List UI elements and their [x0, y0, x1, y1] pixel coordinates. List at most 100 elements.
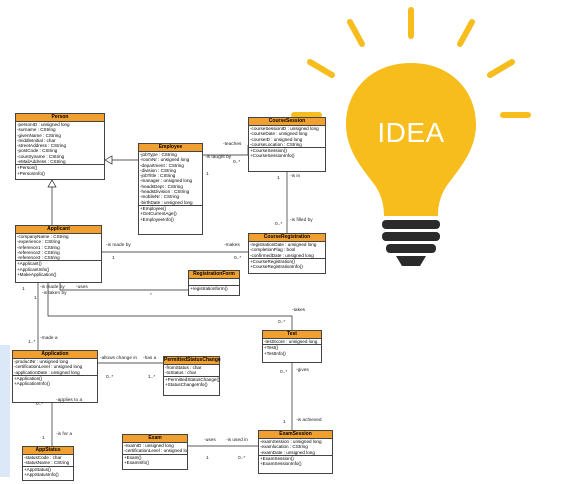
class-attribute: -courseLocation : CString: [250, 141, 302, 147]
class-operations: +registrationform(): [189, 286, 239, 292]
class-attribute: -courseSessionID : unsigned long: [250, 126, 319, 131]
class-attribute: -productNr : unsigned long: [14, 359, 69, 364]
label-made-a: -made a: [40, 336, 58, 341]
class-app-status: AppStatus -statusCode : char-statusName …: [22, 446, 74, 481]
class-operations: +CourseSession()+CourseSessionInfo(): [249, 148, 325, 159]
label-takes: -takes: [292, 308, 306, 313]
class-operation: +EmployeeInfo(): [140, 216, 174, 222]
class-operation: +CourseRegistration(): [250, 258, 296, 264]
class-operation: +ApplicantInfo(): [17, 266, 50, 272]
mult-registration-many: 0..*: [275, 222, 283, 227]
class-operation: +Person(): [17, 165, 38, 171]
label-uses: -uses: [76, 285, 88, 290]
class-operations: +Employee()+GetCurrentAge()+EmployeeInfo…: [139, 205, 202, 222]
class-operation: +AppStatusInfo(): [24, 471, 59, 477]
class-title: Application: [13, 351, 97, 359]
class-attribute: -birthDate : unsigned long: [140, 199, 193, 205]
class-operations: +Person()+PersonInfo(): [16, 165, 104, 176]
class-attribute: -reference3 : CString: [17, 255, 60, 261]
mult-applicant-form-one: 1: [22, 287, 25, 292]
mult-test-many: 0..*: [278, 320, 286, 325]
label-is-for-a: -is for a: [56, 432, 72, 437]
label-teaches: -teaches: [223, 142, 242, 147]
gen-arrow-employee: [104, 155, 113, 165]
class-title: ExamSession: [259, 431, 332, 439]
class-attribute: -confirmedDate : unsigned long: [250, 252, 314, 258]
class-title: RegistrationForm: [189, 271, 239, 279]
class-operation: +CourseSessionInfo(): [250, 153, 295, 159]
mult-exam-one: 1: [206, 456, 209, 461]
class-operation: +CourseSession(): [250, 148, 287, 154]
class-operation: +ApplicationInfo(): [14, 381, 50, 387]
ray-right-mid: [487, 59, 515, 78]
bulb-base-ring-2: [382, 232, 440, 241]
class-attribute: -reference1 : CString: [17, 244, 60, 250]
class-attribute: -companyName : CString: [17, 234, 69, 239]
class-attribute: -streetAddress : CString: [17, 143, 67, 149]
class-operations: +CourseRegistration()+CourseRegistration…: [249, 258, 325, 270]
class-attribute: -mobileNr : CString: [140, 194, 180, 200]
label-is-taken-by: -is taken by: [42, 291, 67, 296]
label-is-used-in: -is used in: [226, 438, 248, 443]
class-attributes: -statusCode : char-statusName : CString: [23, 455, 73, 467]
gen-arrow-applicant: [47, 179, 57, 188]
class-attribute: -postCode : CString: [17, 148, 58, 154]
class-attributes: -courseSessionID : unsigned long-courseD…: [249, 126, 325, 149]
class-attribute: -toStatus : char: [165, 370, 197, 376]
class-attribute: -jobTitle : CString: [140, 173, 176, 179]
idea-label: IDEA: [377, 117, 445, 148]
mult-exam-session-many: 0..*: [238, 456, 246, 461]
class-attribute: -testScore : unsigned long: [264, 339, 318, 344]
ray-left-mid: [307, 59, 335, 78]
class-course-registration: CourseRegistration -registrationDate : u…: [248, 233, 326, 274]
class-attributes: [189, 279, 239, 286]
class-exam: Exam -examID : unsigned long-certificati…: [122, 434, 188, 470]
class-registration-form: RegistrationForm +registrationform(): [188, 270, 240, 296]
class-permitted-status-change: PermittedStatusChange -fromStatus : char…: [163, 356, 221, 396]
class-operation: +TestInfo(): [264, 350, 286, 356]
mult-registration-many-2: 0..*: [234, 256, 242, 261]
class-attributes: -testScore : unsigned long: [263, 339, 321, 346]
class-attribute: -department : CString: [140, 162, 184, 168]
class-operation: +Employee(): [140, 205, 167, 211]
label-is-made-by-2: -is made by: [40, 285, 65, 290]
class-exam-session: ExamSession -examSession : unsigned long…: [258, 430, 333, 474]
class-operation: +registrationform(): [190, 286, 228, 291]
class-operation: +CourseRegistrationInfo(): [250, 264, 303, 270]
class-attribute: -headsDept : CString: [140, 183, 183, 189]
class-operation: +AppStatus(): [24, 466, 51, 472]
class-application: Application -productNr : unsigned long-c…: [12, 350, 98, 403]
class-operations: +Application()+ApplicationInfo(): [13, 375, 97, 387]
class-operations: +Test()+TestInfo(): [263, 345, 321, 356]
class-title: Employee: [139, 144, 202, 152]
class-attribute: -registrationDate : unsigned long: [250, 242, 317, 247]
class-attributes: -jobType : CString-roomNr : unsigned lon…: [139, 152, 202, 206]
label-gives: -gives: [296, 368, 309, 373]
class-operation: +Test(): [264, 345, 279, 351]
class-attribute: -middleInitial : char: [17, 137, 56, 143]
mult-exam-session-one: 1: [283, 420, 286, 425]
ray-right-top: [457, 19, 475, 47]
mult-employee-one: 1: [206, 172, 209, 177]
bulb-base-tip: [396, 256, 426, 266]
class-attributes: -personID : unsigned long-surname : CStr…: [16, 122, 104, 166]
class-operation: +Application(): [14, 375, 43, 381]
class-attribute: -fromStatus : char: [165, 365, 202, 370]
class-attribute: -completionFlag : bool: [250, 247, 296, 253]
class-attribute: -examSession : unsigned long: [260, 439, 322, 444]
class-attribute: -manager : unsigned long: [140, 178, 193, 184]
class-attribute: -surname : CString: [17, 127, 56, 133]
class-title: PermittedStatusChange: [164, 357, 221, 365]
class-attribute: -certificationLevel : unsigned long: [124, 448, 187, 454]
mult-application-many: 1..*: [28, 340, 36, 345]
class-title: Person: [16, 114, 104, 122]
label-makes: -makes: [224, 243, 240, 248]
class-operations: +ExamSession()+ExamSessionInfo(): [259, 455, 332, 467]
class-operation: +MakeApplication(): [17, 272, 57, 278]
class-operation: +PermittedStatusChange(): [165, 376, 219, 382]
mult-session-one: 1: [277, 176, 280, 181]
class-operation: +ExamSessionInfo(): [260, 461, 302, 467]
class-attribute: -courseDate : unsigned long: [250, 131, 308, 137]
class-attribute: -reference2 : CString: [17, 249, 60, 255]
